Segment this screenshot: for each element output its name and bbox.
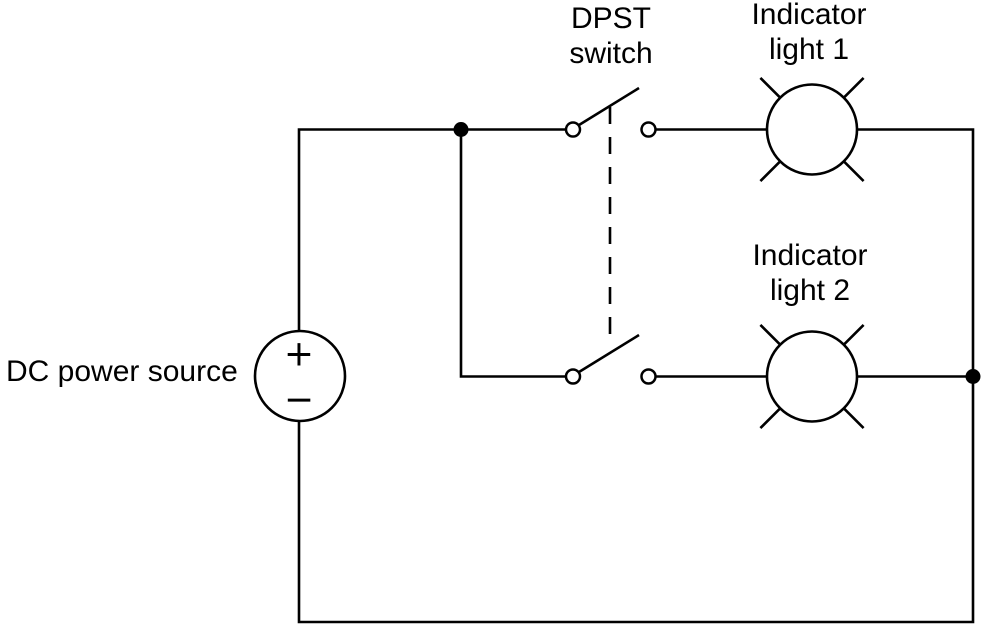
switch-pole2-right-terminal (640, 368, 657, 385)
dpst-switch-label-line1: DPST (570, 2, 652, 35)
indicator-light2-rays (759, 323, 865, 430)
switch-pole1-lever (578, 86, 640, 127)
indicator-light1-label: Indicator light 1 (751, 0, 866, 67)
switch-pole2-lever (578, 333, 640, 374)
wire-light1-right-bottom-return (297, 128, 975, 624)
indicator-light2-lamp-circle (765, 330, 859, 423)
dpst-switch-label-line2: switch (569, 37, 653, 70)
indicator-light1-lamp-circle (765, 83, 859, 176)
indicator-light1-rays (759, 76, 865, 183)
junction-dot-top (453, 122, 469, 137)
switch-pole1-right-terminal (640, 121, 657, 138)
indicator-light1-label-line1: Indicator (751, 0, 867, 31)
wires (297, 128, 975, 624)
dc-power-source-circle (253, 329, 347, 423)
plus-polarity-mark: + (284, 334, 314, 375)
indicator-light1-label-line2: light 1 (768, 33, 850, 66)
indicator-light1-symbol (759, 76, 865, 183)
dc-power-source-symbol: + − (253, 329, 347, 423)
junction-dot-right (965, 369, 981, 384)
switch-pole2-left-terminal (564, 368, 582, 385)
switch-pole1-left-terminal (564, 121, 582, 138)
dc-power-source-label: DC power source (6, 355, 238, 388)
minus-polarity-mark: − (284, 380, 314, 421)
dpst-switch-symbol (578, 86, 640, 374)
dpst-switch-label: DPST switch (569, 1, 652, 71)
junction-dots (453, 122, 981, 384)
wire-source-to-switch1 (297, 128, 566, 331)
wire-branch-to-switch2 (459, 129, 566, 378)
indicator-light2-symbol (759, 323, 865, 430)
switch-terminals (564, 121, 657, 385)
indicator-light2-label-line1: Indicator (752, 239, 868, 272)
indicator-light2-label-line2: light 2 (769, 274, 851, 307)
indicator-light2-label: Indicator light 2 (752, 238, 867, 308)
